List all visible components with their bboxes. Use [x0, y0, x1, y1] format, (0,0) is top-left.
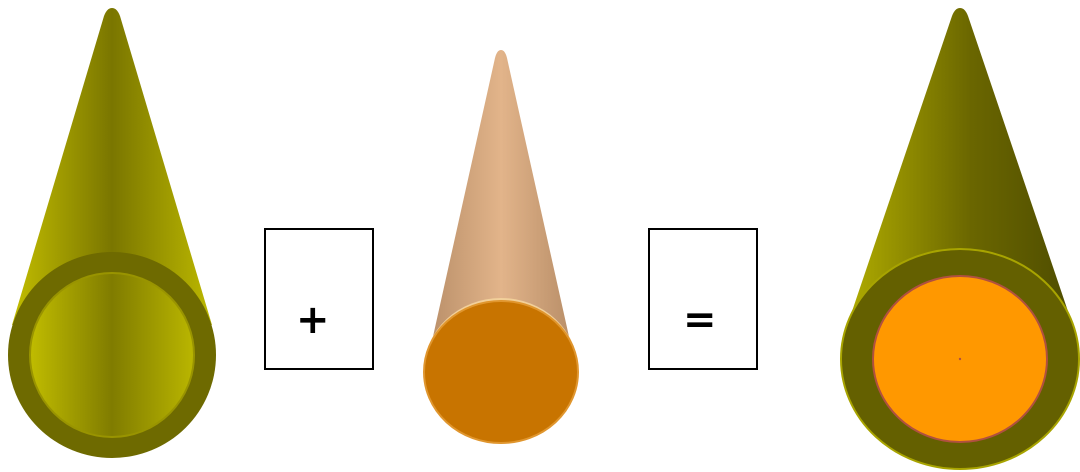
result-cone-apex-dot [959, 358, 961, 360]
plus-operator-box: + [264, 228, 374, 370]
result-cone [841, 8, 1079, 469]
plus-sign: + [296, 300, 330, 340]
solid-cone [424, 50, 578, 443]
equals-sign: = [683, 300, 717, 340]
hollow-cone-cavity [30, 273, 194, 437]
solid-cone-base [424, 301, 578, 443]
hollow-cone [8, 8, 216, 458]
equals-operator-box: = [648, 228, 758, 370]
